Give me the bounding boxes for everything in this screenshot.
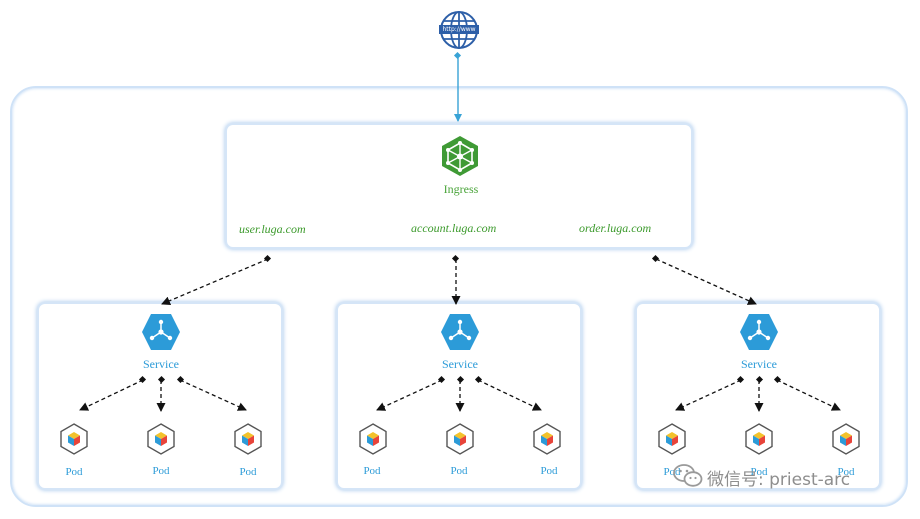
cluster-frame — [10, 86, 908, 507]
ingress-host-order: order.luga.com — [579, 221, 652, 235]
pod-label: Pod — [65, 466, 83, 478]
pod-icon — [531, 422, 563, 461]
service-box-2: Service Pod Pod Pod — [336, 302, 582, 490]
ingress-host-user: user.luga.com — [239, 222, 306, 236]
service-icon — [440, 313, 480, 351]
service-box-3: Service Pod Pod Pod — [635, 302, 881, 490]
pod-icon — [656, 422, 688, 461]
service-icon — [739, 313, 779, 351]
pod-icon — [357, 422, 389, 461]
pod-label: Pod — [750, 466, 768, 478]
pod-icon — [830, 422, 862, 461]
watermark-text: 微信号: priest-arc — [707, 470, 851, 490]
ingress-icon — [440, 135, 480, 177]
pod-label: Pod — [363, 465, 381, 477]
service-label: Service — [741, 357, 777, 371]
wechat-icon — [673, 463, 703, 489]
service-label: Service — [442, 357, 478, 371]
pod-label: Pod — [239, 466, 257, 478]
service-box-1: Service Pod Pod Pod — [37, 302, 283, 490]
pod-icon — [58, 422, 90, 461]
ingress-host-account: account.luga.com — [411, 221, 497, 235]
pod-icon — [743, 422, 775, 461]
pod-icon — [232, 422, 264, 461]
pod-icon — [444, 422, 476, 461]
internet-label: http://www — [442, 26, 476, 33]
pod-label: Pod — [450, 465, 468, 477]
service-icon — [141, 313, 181, 351]
service-label: Service — [143, 357, 179, 371]
pod-icon — [145, 422, 177, 461]
ingress-box: Ingress user.luga.com account.luga.com o… — [225, 123, 693, 249]
pod-label: Pod — [540, 465, 558, 477]
pod-label: Pod — [837, 466, 855, 478]
pod-label: Pod — [152, 465, 170, 477]
ingress-label: Ingress — [443, 182, 479, 196]
internet-globe-icon: http://www — [439, 10, 479, 50]
